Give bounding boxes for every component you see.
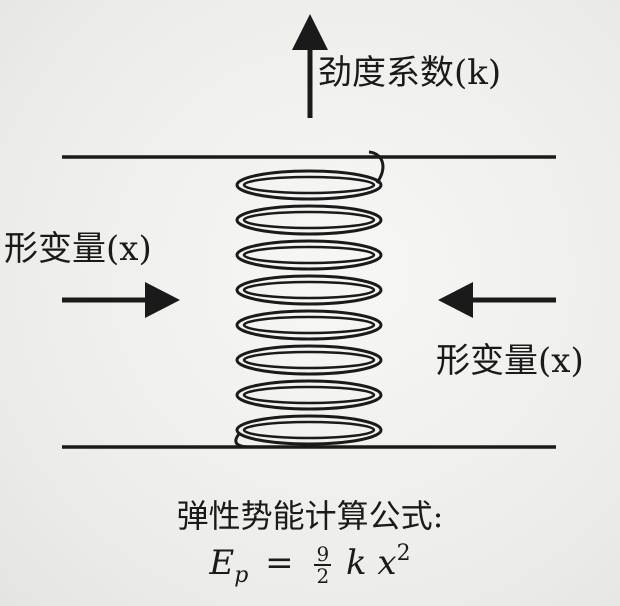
spring-turn-inner	[242, 315, 376, 335]
formula-factor-x: x	[377, 543, 397, 583]
deformation-label-right: 形变量(x)	[436, 341, 584, 381]
spring-turn-outer	[235, 274, 383, 306]
spring-turn-outer	[235, 414, 383, 446]
formula-fraction: 9 2	[314, 542, 332, 588]
spring-turn-outer	[235, 379, 383, 411]
spring-bottom-lead	[234, 433, 252, 449]
spring-turn-outer	[235, 169, 383, 201]
elastic-energy-formula: Ep = 9 2 k x2	[0, 543, 620, 587]
deformation-label-left: 形变量(x)	[4, 229, 152, 269]
spring-turn-inner	[242, 280, 376, 300]
spring-turn-outer	[235, 239, 383, 271]
formula-fraction-numerator: 9	[314, 542, 332, 566]
spring-turn-outer	[235, 204, 383, 236]
spring-top-lead	[368, 150, 385, 184]
formula-equals: =	[265, 543, 294, 583]
spring-turn-inner	[242, 420, 376, 440]
arrow-right-icon	[62, 282, 180, 318]
arrow-up-icon	[292, 14, 328, 118]
formula-energy-subscript: p	[234, 563, 249, 588]
formula-factor-k: k	[345, 543, 367, 583]
formula-title: 弹性势能计算公式:	[176, 497, 444, 535]
formula-energy-symbol: E	[209, 543, 235, 583]
arrow-left-icon	[438, 282, 556, 318]
spring-turn-outer	[235, 344, 383, 376]
formula-exponent: 2	[396, 541, 411, 566]
spring-turn-inner	[242, 385, 376, 405]
spring-coil	[234, 150, 385, 449]
spring-turn-inner	[242, 210, 376, 230]
spring-turn-inner	[242, 245, 376, 265]
spring-turn-outer	[235, 309, 383, 341]
spring-turn-inner	[242, 175, 376, 195]
stiffness-label: 劲度系数(k)	[318, 53, 502, 93]
spring-turn-inner	[242, 350, 376, 370]
formula-fraction-denominator: 2	[316, 564, 330, 588]
